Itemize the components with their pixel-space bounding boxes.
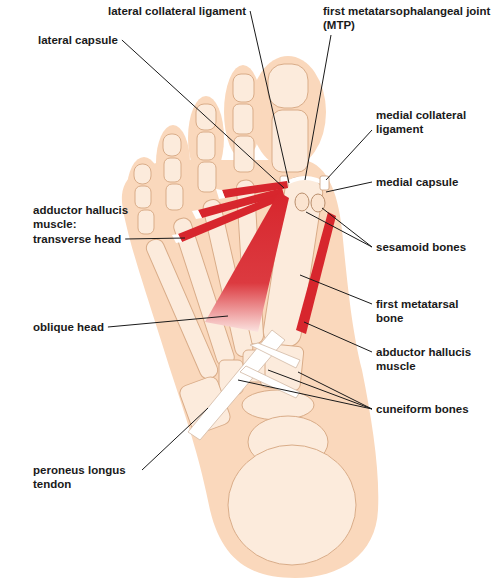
muscles	[172, 181, 336, 334]
part-label: peroneus longus tendon	[33, 463, 138, 491]
leader-line	[322, 208, 372, 247]
leader-line	[298, 372, 372, 409]
part-label: first metatarsal bone	[376, 297, 484, 325]
leader-line	[142, 408, 208, 470]
leader-line	[304, 322, 372, 352]
leader-line	[326, 130, 372, 180]
leader-line	[306, 212, 372, 247]
leader-line	[300, 275, 372, 304]
bones	[134, 64, 356, 565]
part-label: cuneiform bones	[376, 402, 469, 416]
part-label: transverse head	[33, 232, 121, 246]
leader-line	[108, 316, 228, 327]
leader-line	[125, 238, 185, 239]
leader-line	[326, 182, 372, 192]
part-label: first metatarsophalangeal joint (MTP)	[323, 4, 493, 32]
part-label: medial capsule	[376, 175, 458, 189]
part-label: adductor hallucis muscle:	[33, 203, 148, 231]
part-label: oblique head	[33, 320, 104, 334]
part-label: lateral capsule	[38, 33, 118, 47]
joint-structures	[280, 176, 329, 212]
leader-line	[250, 11, 289, 183]
foot-skin	[122, 56, 378, 578]
leader-line	[305, 35, 331, 180]
part-label: sesamoid bones	[376, 240, 466, 254]
leader-line	[238, 380, 372, 409]
part-label: lateral collateral ligament	[108, 4, 246, 18]
part-label: medial collateral ligament	[376, 108, 491, 136]
tendons	[188, 330, 300, 440]
part-label: abductor hallucis muscle	[376, 345, 491, 373]
leader-line	[122, 40, 284, 188]
